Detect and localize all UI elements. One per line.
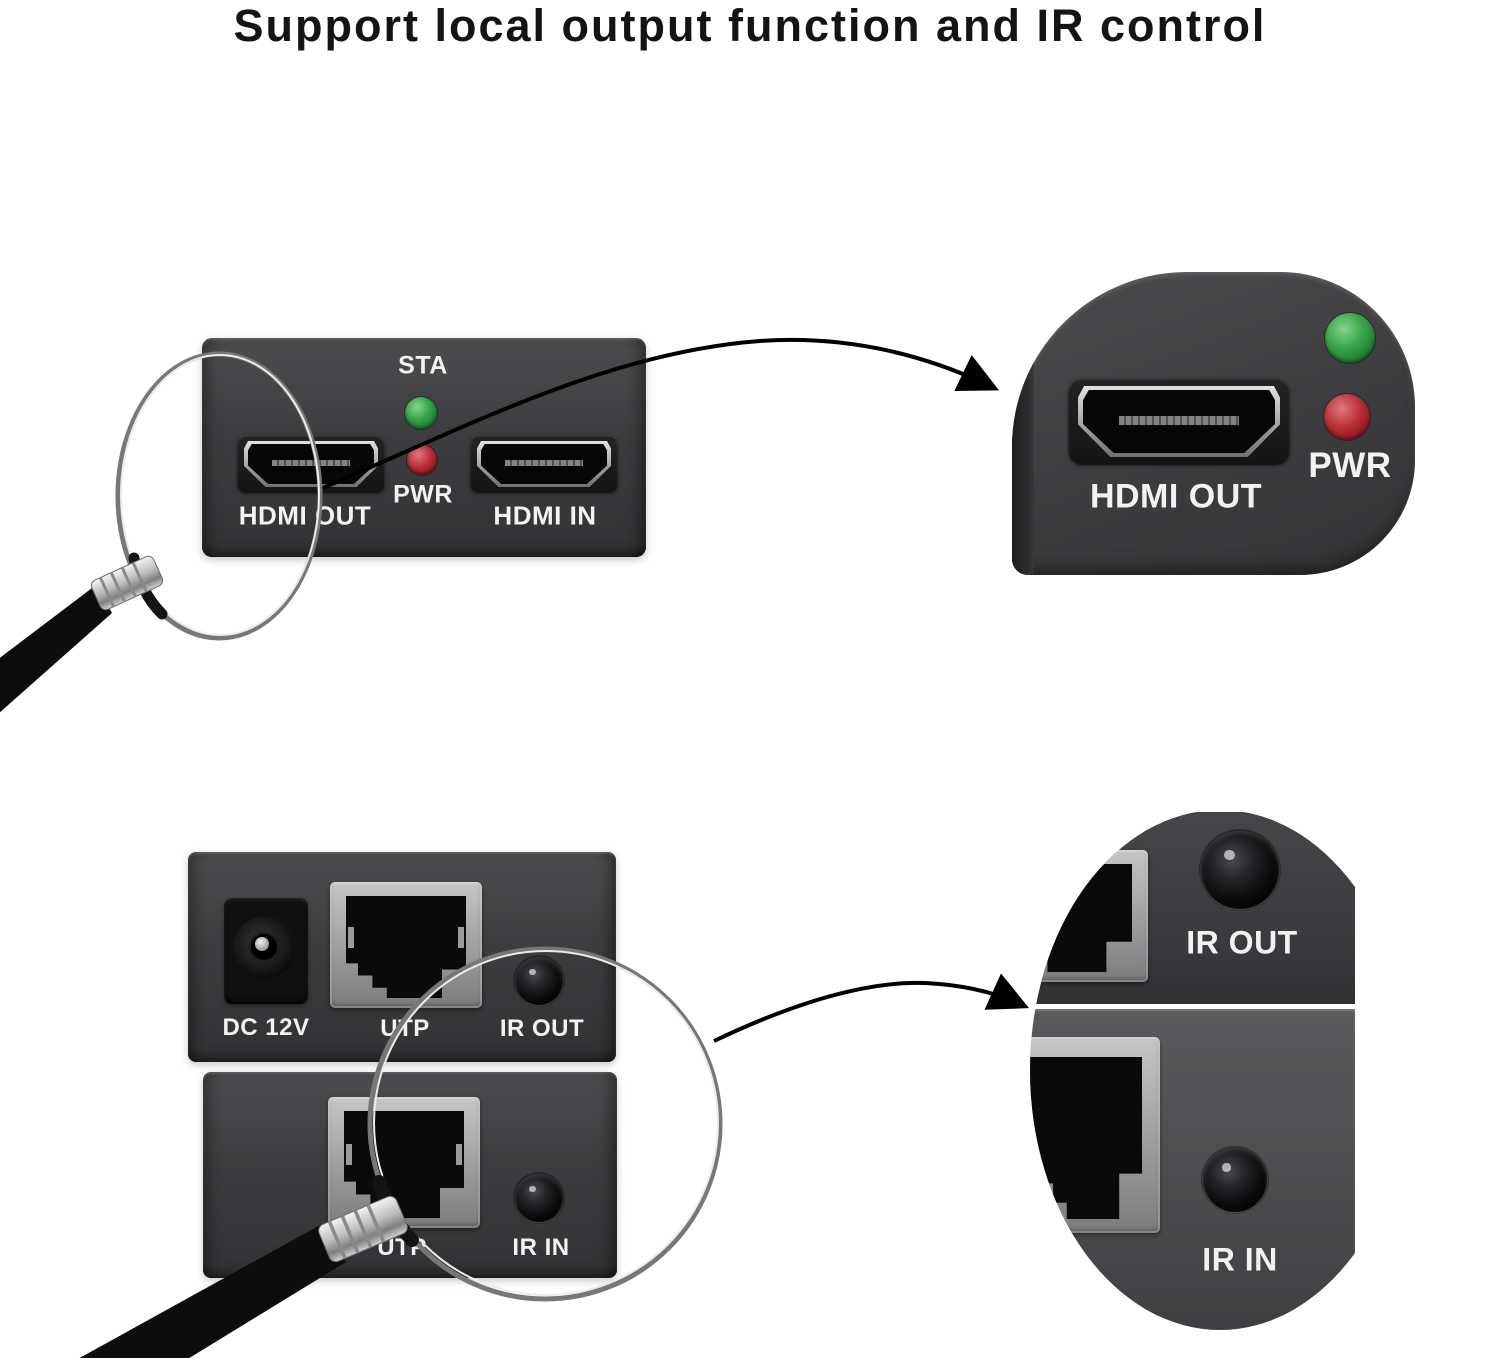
hdmi-in-port-icon (470, 435, 618, 493)
page-title: Support local output function and IR con… (233, 0, 1267, 51)
rj45-cavity (1030, 864, 1132, 972)
ir-in-jack-icon (515, 1174, 563, 1222)
hdmi-out-port-icon (237, 435, 385, 493)
hdmi-pins (271, 460, 351, 467)
rj45-cavity (1030, 1057, 1142, 1219)
rj45-contact-glint (346, 1144, 352, 1166)
hdmi-in-label: HDMI IN (493, 500, 597, 531)
sta-label: STA (398, 351, 448, 380)
rj45-cavity (344, 1111, 464, 1218)
utp-rj45-port-icon (1030, 1037, 1160, 1233)
utp-rj45-port-icon (330, 882, 482, 1008)
ir-in-label: IR IN (1202, 1241, 1278, 1278)
hdmi-cavity (481, 444, 607, 484)
ir-in-jack-icon (1203, 1148, 1267, 1212)
ir-out-label: IR OUT (499, 1015, 585, 1042)
ir-in-label: IR IN (512, 1234, 570, 1261)
arrow-to-ir-zoom-icon (713, 973, 1030, 1043)
power-led-red-icon (1324, 394, 1370, 440)
receiver-zoom-panel: IR IN (1030, 1009, 1355, 1330)
hdmi-cavity (1083, 390, 1275, 453)
rj45-contact-glint (348, 927, 354, 948)
rj45-contact-glint (456, 1144, 462, 1166)
ir-out-jack-icon (515, 957, 563, 1005)
ir-out-label: IR OUT (1186, 924, 1298, 961)
receiver-back-panel: UTP IR IN (203, 1072, 617, 1278)
dc-12v-label: DC 12V (222, 1014, 310, 1041)
transmitter-zoom-panel: IR OUT (1030, 812, 1355, 1004)
status-led-green-icon (405, 397, 437, 429)
utp-label: UTP (380, 1015, 430, 1042)
hdmi-out-label: HDMI OUT (1089, 477, 1263, 516)
magnifier-clamp (128, 552, 168, 620)
hdmi-pins (1119, 415, 1239, 426)
magnifier-ferrule (90, 555, 164, 611)
status-led-green-icon (1325, 313, 1375, 363)
dc-power-jack-icon (224, 898, 308, 1004)
panel-edge (1012, 328, 1034, 575)
hdmi-cavity (248, 444, 374, 484)
ir-out-jack-icon (1201, 831, 1279, 909)
power-led-red-icon (407, 445, 437, 475)
zoom-callout-ir: IR OUT IR IN (1030, 810, 1355, 1330)
hdmi-out-port-icon (1068, 378, 1290, 465)
rj45-contact-glint (458, 927, 464, 948)
zoom-callout-hdmi-out: PWR HDMI OUT (1012, 272, 1415, 575)
magnifier-handle (0, 585, 112, 713)
dc-pin (255, 937, 269, 951)
extender-front-panel: STA PWR HDMI OUT HDMI IN (202, 338, 646, 557)
hdmi-out-label: HDMI OUT (238, 500, 372, 531)
utp-rj45-port-icon (328, 1097, 480, 1228)
hdmi-pins (504, 460, 584, 467)
rj45-cavity (346, 896, 466, 998)
pwr-label: PWR (1308, 446, 1392, 485)
pwr-label: PWR (393, 480, 453, 509)
utp-rj45-port-icon (1030, 850, 1148, 982)
utp-label: UTP (377, 1234, 427, 1261)
transmitter-back-panel: DC 12V UTP IR OUT (188, 852, 616, 1062)
